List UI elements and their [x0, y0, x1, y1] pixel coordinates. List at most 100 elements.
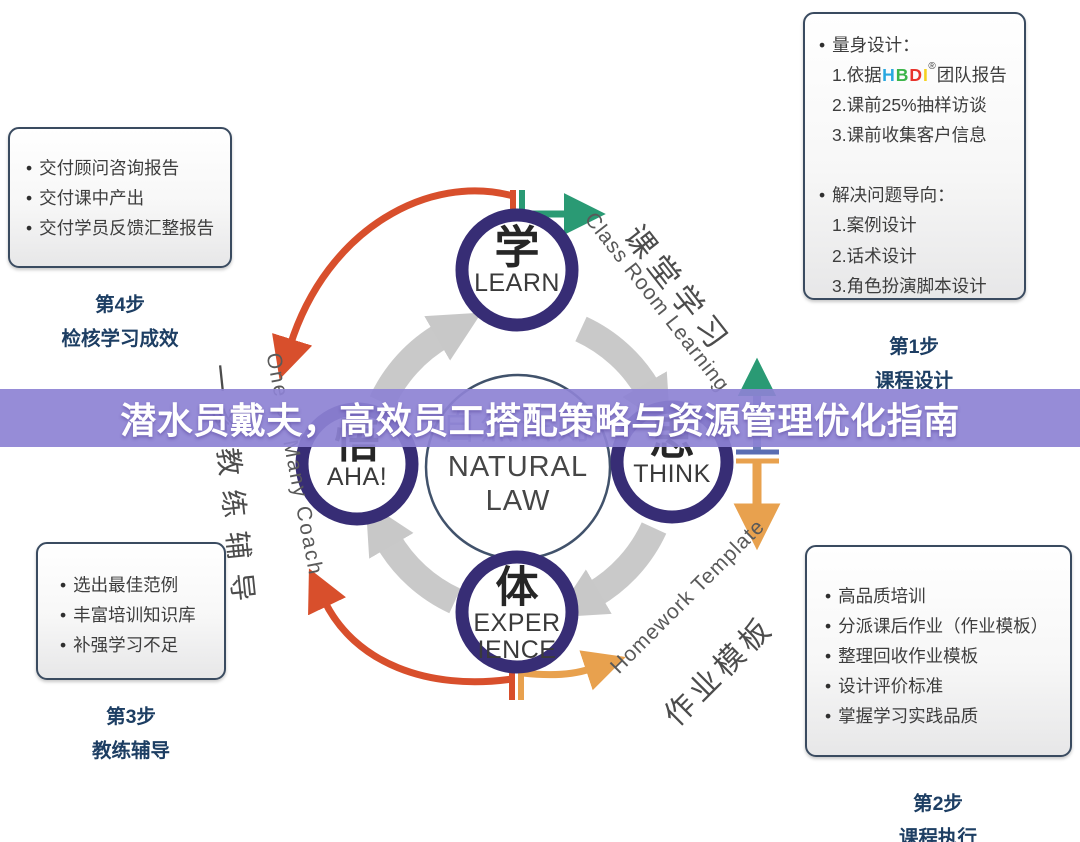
list-item: 掌握学习实践品质 — [825, 701, 1062, 731]
cycle-arrow-gray-ring — [365, 312, 671, 618]
list-item-text: 补强学习不足 — [73, 635, 179, 656]
list-item-text: 交付顾问咨询报告 — [39, 158, 180, 178]
bullet-dot — [825, 581, 838, 611]
hbdi-letter: H — [882, 65, 895, 86]
center-label-en: NATURAL LAW — [428, 450, 608, 518]
info-box-step3: 选出最佳范例丰富培训知识库补强学习不足 — [36, 542, 226, 680]
info-box-step3-list: 选出最佳范例丰富培训知识库补强学习不足 — [60, 570, 218, 660]
gray-arrow-learn-to-think — [575, 316, 671, 429]
center-label-en-line1: NATURAL — [447, 451, 589, 483]
bullet-dot — [825, 641, 838, 671]
bullet-dot — [825, 611, 838, 641]
caption-step1-number: 第1步 — [889, 336, 939, 358]
node-learn-en: LEARN — [474, 269, 560, 297]
list-item: 交付学员反馈汇整报告 — [26, 213, 222, 243]
center-label-en-line2: LAW — [485, 485, 551, 518]
list-item: 高品质培训 — [825, 581, 1062, 611]
list-item-text: 高品质培训 — [838, 586, 926, 606]
node-learn-zh: 学 — [494, 222, 540, 273]
node-experience-zh: 体 — [495, 564, 539, 612]
caption-step2-number: 第2步 — [913, 793, 963, 815]
list-item: 3.课前收集客户信息 — [819, 120, 1014, 150]
list-item: 整理回收作业模板 — [825, 641, 1062, 671]
gray-arrow-think-to-experience — [554, 522, 667, 618]
list-item-text: 解决问题导向： — [832, 185, 955, 206]
caption-step2: 第2步 课程执行 — [828, 787, 1048, 842]
list-item-text: 量身设计： — [832, 35, 920, 55]
bullet-dot — [26, 213, 39, 243]
list-item: 解决问题导向： — [819, 180, 1014, 210]
list-item-text: 3.角色扮演脚本设计 — [832, 275, 987, 296]
list-item: 补强学习不足 — [60, 630, 218, 660]
node-ring-learn — [455, 208, 579, 332]
list-item-text: 掌握学习实践品质 — [838, 706, 979, 727]
list-item-text: 丰富培训知识库 — [73, 605, 196, 626]
node-aha-en: AHA! — [326, 463, 388, 491]
list-item: 1.案例设计 — [819, 210, 1014, 240]
list-item-text: 设计评价标准 — [838, 676, 944, 697]
hbdi-letter: D — [909, 65, 923, 86]
list-item: 交付顾问咨询报告 — [26, 153, 222, 183]
title-banner-text: 潜水员戴夫，高效员工搭配策略与资源管理优化指南 — [120, 400, 960, 441]
list-item: 交付课中产出 — [26, 183, 222, 213]
list-item-text: 团队报告 — [936, 65, 1007, 86]
list-item-text: 选出最佳范例 — [73, 575, 179, 595]
caption-step4: 第4步 检核学习成效 — [10, 288, 230, 356]
list-item-text: 2.话术设计 — [832, 245, 917, 266]
list-item-text: 2.课前25%抽样访谈 — [832, 95, 987, 116]
registered-mark: ® — [928, 61, 936, 73]
bullet-dot — [819, 30, 832, 60]
node-learn: 学 LEARN — [457, 225, 577, 297]
info-box-step2-list: 高品质培训分派课后作业（作业模板） 整理回收作业模板设计评价标准掌握学习实践品质 — [825, 581, 1062, 731]
list-item-text: 1.案例设计 — [832, 215, 917, 236]
bullet-dot — [60, 570, 73, 600]
bullet-dot — [26, 153, 39, 183]
caption-step3-title: 教练辅导 — [91, 740, 170, 763]
node-experience-en2: IENCE — [477, 636, 557, 664]
node-experience: 体 EXPER IENCE — [457, 567, 577, 664]
info-box-step4-list: 交付顾问咨询报告交付课中产出交付学员反馈汇整报告 — [26, 153, 222, 243]
hbdi-letter: B — [895, 65, 909, 86]
bullet-dot — [819, 180, 832, 210]
caption-step1: 第1步 课程设计 — [804, 330, 1024, 398]
bullet-dot — [60, 600, 73, 630]
caption-step3-number: 第3步 — [106, 706, 156, 728]
list-item: 选出最佳范例 — [60, 570, 218, 600]
node-experience-en1: EXPER — [473, 609, 561, 637]
caption-step3: 第3步 教练辅导 — [21, 700, 241, 768]
info-box-step4: 交付顾问咨询报告交付课中产出交付学员反馈汇整报告 — [8, 127, 232, 268]
orange-arrow-bottom-right — [522, 650, 626, 691]
red-arc-bottom-left-arrow — [308, 568, 513, 686]
caption-step4-title: 检核学习成效 — [61, 328, 179, 351]
list-item: 分派课后作业（作业模板） — [825, 611, 1062, 641]
node-think-en: THINK — [633, 460, 711, 488]
list-item: 3.角色扮演脚本设计 — [819, 271, 1014, 301]
list-item-text: 分派课后作业（作业模板） — [838, 616, 1049, 637]
caption-step1-title: 课程设计 — [874, 370, 953, 393]
list-item: 丰富培训知识库 — [60, 600, 218, 630]
list-item-text: 整理回收作业模板 — [838, 646, 979, 667]
node-ring-experience — [455, 550, 579, 674]
caption-step4-number: 第4步 — [95, 294, 145, 316]
list-item: 量身设计： — [819, 30, 1014, 60]
list-item: 设计评价标准 — [825, 671, 1062, 701]
list-item-text: 交付课中产出 — [39, 188, 145, 209]
list-item-text: 3.课前收集客户信息 — [832, 125, 987, 146]
caption-step2-title: 课程执行 — [898, 827, 977, 842]
info-box-step2: 高品质培训分派课后作业（作业模板） 整理回收作业模板设计评价标准掌握学习实践品质 — [805, 545, 1072, 757]
bullet-dot — [26, 183, 39, 213]
bullet-dot — [825, 671, 838, 701]
red-arc-top-left-arrow — [272, 187, 514, 380]
gray-arrow-experience-to-aha — [365, 501, 461, 614]
bullet-dot — [825, 701, 838, 731]
list-item-text: 1.依据 — [832, 65, 882, 86]
list-item: 2.话术设计 — [819, 241, 1014, 271]
list-item: 2.课前25%抽样访谈 — [819, 90, 1014, 120]
title-banner: 潜水员戴夫，高效员工搭配策略与资源管理优化指南 — [0, 389, 1080, 447]
list-spacer — [819, 150, 1014, 180]
hbdi-letter: I — [923, 65, 928, 86]
